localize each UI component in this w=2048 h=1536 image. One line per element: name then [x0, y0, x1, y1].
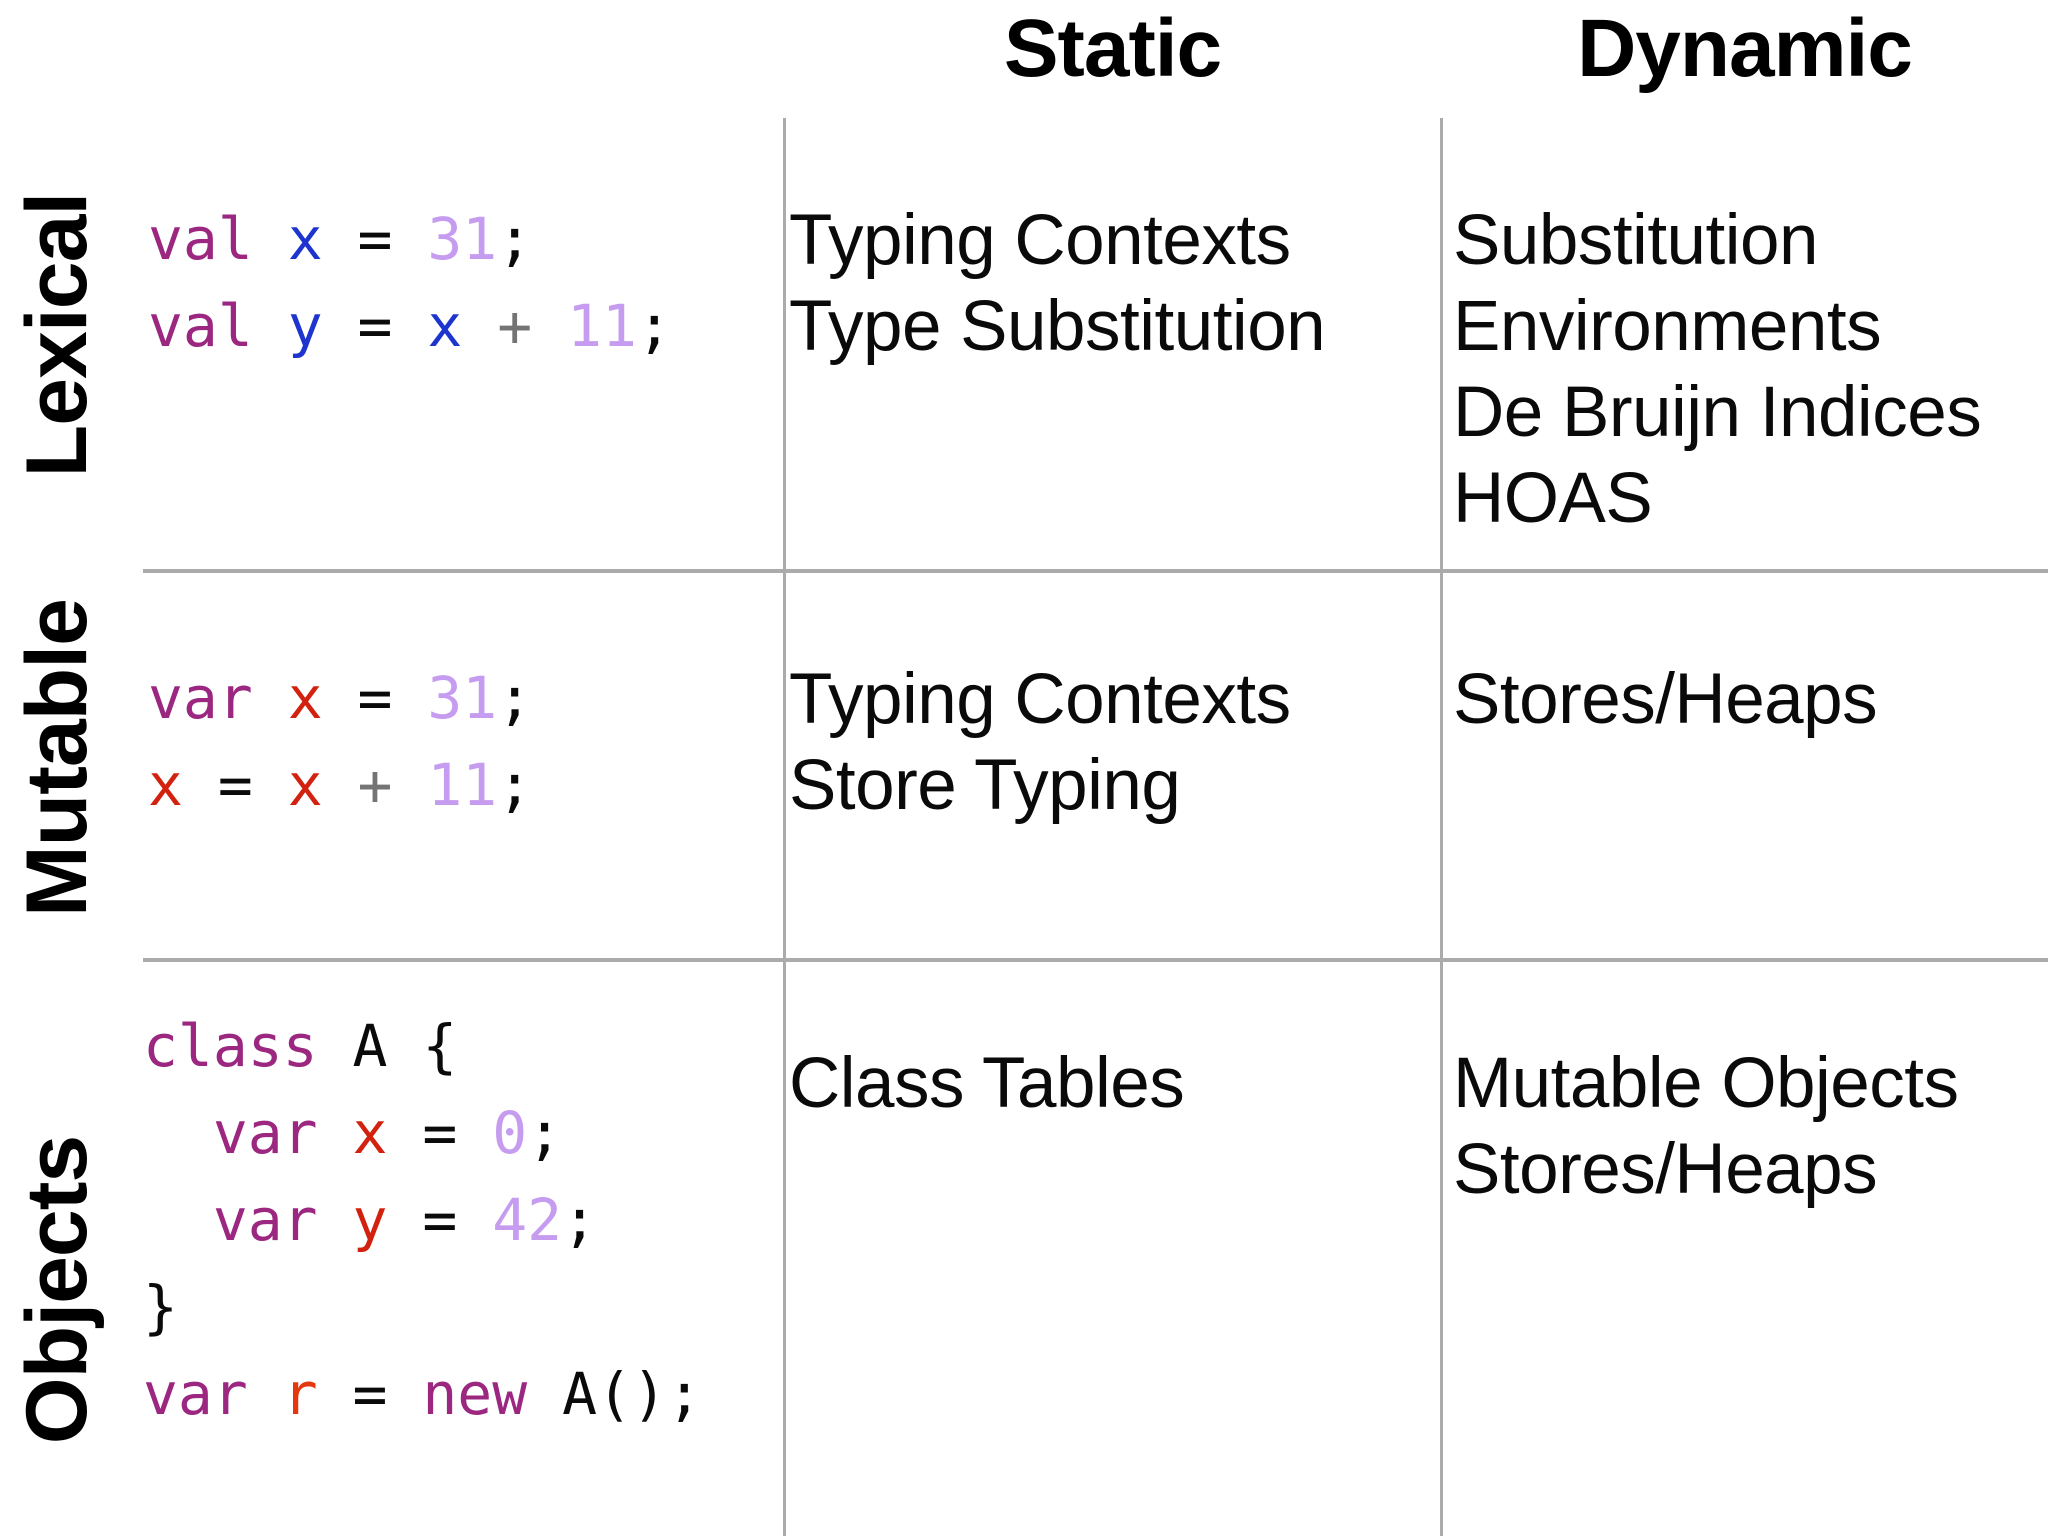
- cell-line: Stores/Heaps: [1453, 660, 1878, 739]
- cell-mutable-dynamic: Stores/Heaps: [1453, 657, 2045, 743]
- cell-line: Stores/Heaps: [1453, 1130, 1878, 1209]
- column-header-static: Static: [1003, 3, 1222, 94]
- grid-vertical-divider-left: [783, 118, 786, 1536]
- cell-line: De Bruijn Indices: [1453, 373, 1982, 452]
- cell-line: HOAS: [1453, 459, 1653, 538]
- cell-objects-static: Class Tables: [789, 1041, 1434, 1127]
- cell-line: Type Substitution: [789, 287, 1326, 366]
- code-sample-objects: class A { var x = 0; var y = 42;}var r =…: [143, 1012, 702, 1428]
- cell-line: Typing Contexts: [789, 660, 1291, 739]
- cell-objects-dynamic: Mutable Objects Stores/Heaps: [1453, 1041, 2045, 1213]
- cell-line: Typing Contexts: [789, 201, 1291, 280]
- row-header-objects: Objects: [8, 1135, 105, 1445]
- cell-line: Mutable Objects: [1453, 1044, 1959, 1123]
- cell-line: Store Typing: [789, 746, 1181, 825]
- row-header-mutable: Mutable: [8, 599, 105, 917]
- grid-vertical-divider-right: [1440, 118, 1443, 1536]
- cell-mutable-static: Typing Contexts Store Typing: [789, 657, 1434, 829]
- grid-horizontal-divider-bottom: [143, 958, 2048, 962]
- cell-lexical-dynamic: Substitution Environments De Bruijn Indi…: [1453, 198, 2045, 542]
- cell-line: Class Tables: [789, 1044, 1185, 1123]
- cell-line: Environments: [1453, 287, 1882, 366]
- code-sample-lexical: val x = 31;val y = x + 11;: [148, 205, 672, 360]
- code-sample-mutable: var x = 31;x = x + 11;: [148, 664, 533, 819]
- cell-lexical-static: Typing Contexts Type Substitution: [789, 198, 1434, 370]
- cell-line: Substitution: [1453, 201, 1819, 280]
- grid-horizontal-divider-top: [143, 569, 2048, 573]
- column-header-dynamic: Dynamic: [1577, 3, 1913, 94]
